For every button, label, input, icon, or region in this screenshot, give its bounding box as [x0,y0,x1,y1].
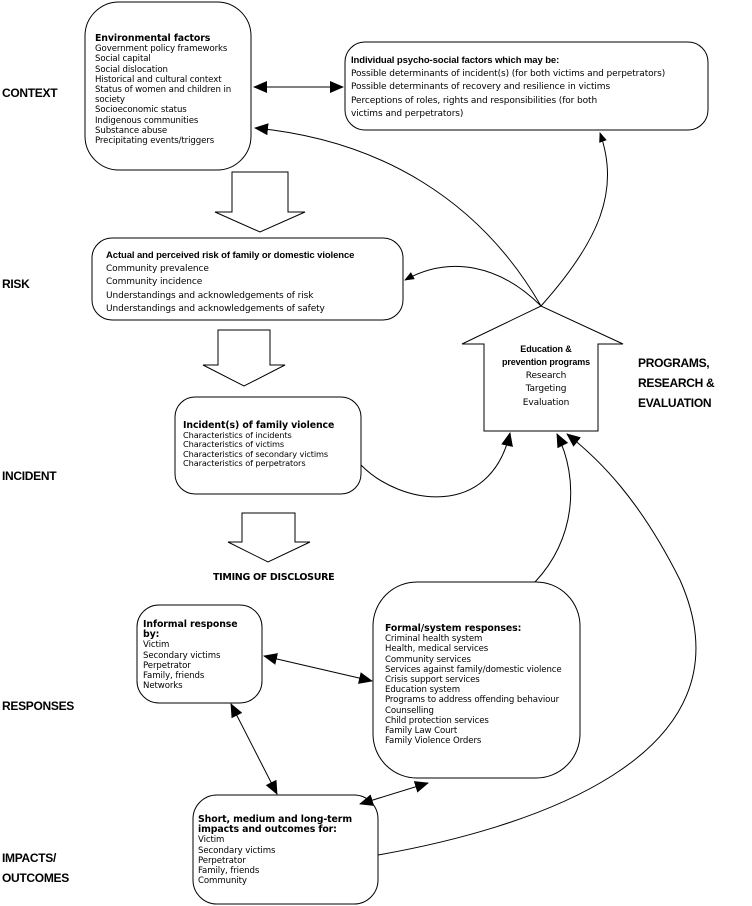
list-item: Characteristics of incidents [183,429,292,440]
list-item: Community [198,876,247,887]
list-item: Health, medical services [385,644,489,655]
list-item: Status of women and children in [95,85,232,96]
stage-label-context: CONTEXT [2,86,58,100]
environmental-factors-text: Environmental factors Government policy … [95,33,232,147]
list-item: Characteristics of perpetrators [183,458,306,468]
psychosocial-box [344,41,709,131]
list-item: Perpetrator [198,855,246,866]
informal-box [136,604,263,704]
down-arrow-context-to-risk [214,171,306,233]
incident-box [174,396,362,495]
list-item: Substance abuse [95,125,168,136]
list-item: Understandings and acknowledgements of r… [106,290,314,301]
list-item: victims and perpetrators) [351,109,464,120]
arrow-programs-to-psychosocial [540,132,608,307]
arrow-incident-to-programs [360,432,513,498]
risk-box [91,237,404,321]
arrow-formal-to-programs [534,433,572,583]
formal-box [372,581,581,779]
programs-label-line: EVALUATION [638,396,712,410]
arrow-impacts-formal [359,781,429,806]
list-item: Perpetrator [143,660,191,671]
arrow-programs-to-environmental [254,123,542,307]
list-item: Family, friends [143,671,205,682]
impacts-title: impacts and outcomes for: [198,824,337,836]
risk-title: Actual and perceived risk of family or d… [106,250,355,261]
incident-title: Incident(s) of family violence [183,420,335,431]
programs-title: prevention programs [501,357,591,368]
environmental-title: Environmental factors [95,33,211,44]
list-item: Characteristics of victims [183,439,285,449]
timing-of-disclosure-label: TIMING OF DISCLOSURE [213,572,335,583]
environmental-box [84,1,252,171]
list-item: Precipitating events/triggers [95,136,215,147]
list-item: Historical and cultural context [95,74,222,85]
list-item: Family Violence Orders [385,736,482,747]
stage-label-outcomes: OUTCOMES [2,871,69,885]
list-item: Secondary victims [198,845,276,856]
list-item: Indigenous communities [95,115,199,126]
list-item: Evaluation [522,397,570,408]
list-item: Programs to address offending behaviour [385,695,560,706]
programs-label-line: PROGRAMS, [638,356,710,370]
list-item: Perceptions of roles, rights and respons… [351,95,598,106]
list-item: Family Law Court [385,726,458,737]
list-item: Services against family/domestic violenc… [385,664,562,675]
impacts-box [192,794,379,905]
list-item: Possible determinants of incident(s) (fo… [351,68,666,79]
list-item: Understandings and acknowledgements of s… [106,304,325,315]
programs-title: Education & [520,344,572,354]
programs-text: Education & prevention programs Research… [490,343,602,410]
list-item: Education system [385,685,460,696]
list-item: Victim [143,640,170,651]
list-item: Targeting [525,384,567,395]
list-item: Family, friends [198,866,260,877]
list-item: Socioeconomic status [95,105,187,116]
list-item: Community incidence [106,277,203,288]
informal-title: Informal response [143,619,238,630]
stage-label-impacts: IMPACTS/ [2,851,57,865]
list-item: Social capital [95,54,151,65]
list-item: Criminal health system [385,634,483,645]
list-item: Community prevalence [106,263,209,274]
formal-responses-text: Formal/system responses: Criminal health… [385,623,562,747]
informal-response-text: Informal response by: Victim Secondary v… [143,619,238,692]
list-item: Networks [143,681,183,692]
psychosocial-factors-text: Individual psycho-social factors which m… [351,54,665,122]
arrow-informal-impacts [230,703,278,795]
impacts-outcomes-text: Short, medium and long-term impacts and … [198,814,352,887]
arrow-programs-to-risk [404,265,542,307]
stage-label-incident: INCIDENT [2,469,57,483]
list-item: Community services [385,654,471,665]
down-arrow-risk-to-incident [202,329,286,387]
programs-label-line: RESEARCH & [638,376,715,390]
list-item: Secondary victims [143,650,221,661]
list-item: Government policy frameworks [95,44,228,55]
list-item: Characteristics of secondary victims [183,448,329,459]
list-item: Social dislocation [95,64,168,75]
risk-text: Actual and perceived risk of family or d… [106,249,354,317]
list-item: Victim [198,835,225,846]
formal-title: Formal/system responses: [385,623,522,634]
programs-up-arrow [461,305,624,432]
list-item: Possible determinants of recovery and re… [351,82,611,93]
stage-label-risk: RISK [2,277,30,291]
list-item: Child protection services [385,715,489,726]
list-item: society [95,95,125,106]
psychosocial-title: Individual psycho-social factors which m… [351,55,560,66]
list-item: Crisis support services [385,675,480,686]
informal-title: by: [143,629,160,641]
incident-text: Incident(s) of family violence Character… [183,421,334,469]
list-item: Research [525,370,567,381]
stage-label-programs: PROGRAMS, RESEARCH & EVALUATION [638,353,715,413]
list-item: Counselling [385,705,434,716]
arrow-informal-formal [263,653,373,684]
down-arrow-incident-to-responses [227,512,311,563]
stage-label-responses: RESPONSES [2,699,74,713]
impacts-title: Short, medium and long-term [198,814,352,825]
